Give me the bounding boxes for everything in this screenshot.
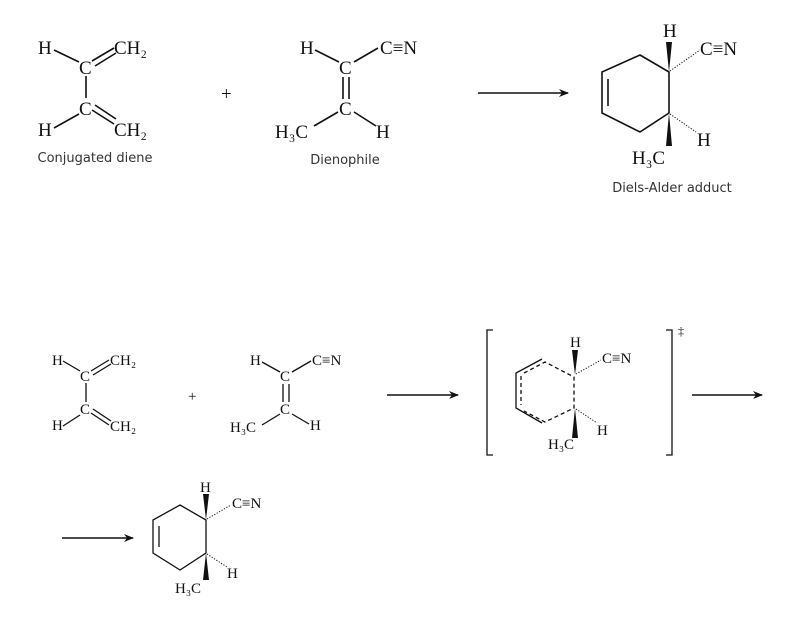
diene-h2: H <box>38 120 52 141</box>
wedge-bond <box>203 494 209 520</box>
adduct-cn: C≡N <box>700 39 737 60</box>
adduct-caption: Diels-Alder adduct <box>612 181 732 196</box>
diene-ch2-1: CH₂ <box>114 38 147 59</box>
dienophile-h1: H <box>250 353 261 369</box>
ts-h-top: H <box>570 335 581 351</box>
diene-ch2-2: CH₂ <box>110 419 136 435</box>
dienophile-caption: Dienophile <box>310 153 380 168</box>
wedge-bond <box>666 42 672 72</box>
transition-state: ‡ H C≡N H H₃C <box>486 324 684 456</box>
left-bracket <box>486 329 493 456</box>
diene-c2: C <box>80 402 90 418</box>
dienophile-c2: C <box>339 99 352 120</box>
right-bracket <box>666 329 673 456</box>
diene-ch2-1: CH₂ <box>110 353 136 369</box>
dienophile-h2: H <box>310 418 321 434</box>
diene-caption: Conjugated diene <box>38 151 153 166</box>
dienophile-cn: C≡N <box>380 38 417 59</box>
diene-h1: H <box>52 353 63 369</box>
bottom-dienophile: H C≡N C C H₃C H <box>230 353 341 436</box>
product-h-bottom: H <box>227 566 238 582</box>
top-diels-alder-adduct: H C≡N H H₃C Diels-Alder adduct <box>601 21 737 196</box>
wedge-bond <box>203 553 209 580</box>
dienophile-h3c: H₃C <box>230 420 256 436</box>
diene-ch2-2: CH₂ <box>114 120 147 141</box>
top-dienophile: H C≡N C C H₃C H Dienophile <box>275 38 417 168</box>
adduct-h3c: H₃C <box>632 148 665 169</box>
wedge-bond <box>666 113 672 146</box>
adduct-h-bottom: H <box>697 130 711 151</box>
dienophile-c2: C <box>280 402 290 418</box>
ts-cn: C≡N <box>602 351 631 367</box>
ts-h3c: H₃C <box>548 437 574 453</box>
ts-h-bottom: H <box>597 423 608 439</box>
diene-c1: C <box>80 369 90 385</box>
diene-c2: C <box>79 99 92 120</box>
dienophile-h1: H <box>300 38 314 59</box>
product-cn: C≡N <box>232 496 261 512</box>
plus-sign: + <box>221 84 232 105</box>
double-dagger: ‡ <box>678 324 684 338</box>
plus-sign: + <box>188 389 196 405</box>
adduct-h-top: H <box>663 21 677 42</box>
final-product: H C≡N H H₃C <box>152 480 261 597</box>
wedge-bond <box>572 350 578 375</box>
diene-h2: H <box>52 418 63 434</box>
wedge-bond <box>572 408 578 438</box>
diene-h1: H <box>38 38 52 59</box>
dienophile-h2: H <box>376 122 390 143</box>
dienophile-c1: C <box>339 58 352 79</box>
dienophile-h3c: H₃C <box>275 122 308 143</box>
dienophile-c1: C <box>280 369 290 385</box>
bottom-conjugated-diene: H CH₂ C C H CH₂ <box>52 353 136 435</box>
product-h3c: H₃C <box>175 581 201 597</box>
diene-c1: C <box>79 58 92 79</box>
top-conjugated-diene: H CH₂ C C H CH₂ Conjugated diene <box>38 38 153 166</box>
dienophile-cn: C≡N <box>312 353 341 369</box>
product-h-top: H <box>200 480 211 496</box>
